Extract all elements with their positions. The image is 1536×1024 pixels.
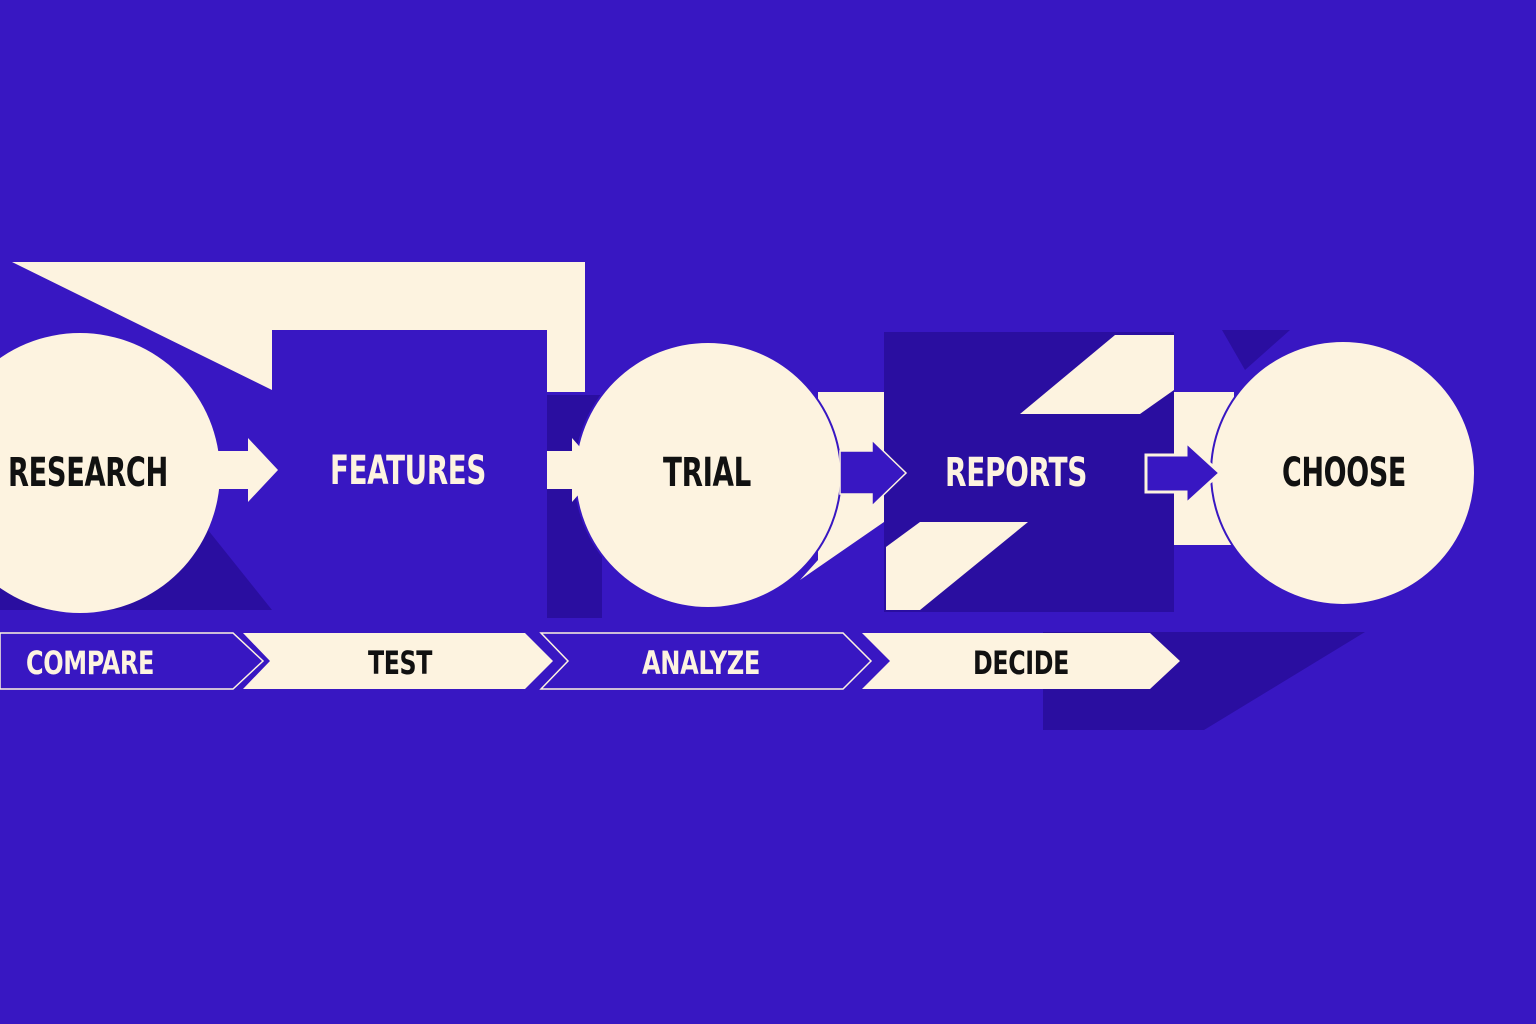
research-circle (0, 333, 220, 613)
step-label-reports: REPORTS (945, 450, 1087, 496)
shadow-choose (1222, 330, 1290, 370)
bottom-label-decide: DECIDE (973, 644, 1069, 682)
features-box (272, 330, 547, 610)
arrow-right-icon (547, 438, 600, 502)
step-label-research: RESEARCH (8, 450, 168, 496)
bottom-label-analyze: ANALYZE (642, 644, 760, 682)
top-bracket-shape (12, 262, 585, 392)
bottom-label-compare: COMPARE (26, 644, 154, 682)
step-label-trial: TRIAL (663, 450, 751, 496)
bottom-label-test: TEST (368, 644, 432, 682)
chevron-compare (0, 632, 265, 690)
chevron-analyze (539, 632, 873, 690)
arrow-right-icon (218, 438, 278, 502)
chevron-test (243, 633, 553, 689)
reports-slash-top (1020, 335, 1174, 414)
reports-slash-bottom (886, 522, 1028, 610)
reports-box (884, 414, 1146, 522)
arrow-right-icon (1144, 438, 1223, 508)
arrow-right-icon (839, 438, 908, 508)
step-label-choose: CHOOSE (1282, 450, 1406, 496)
step-label-features: FEATURES (330, 448, 486, 494)
chevron-decide (862, 633, 1180, 689)
